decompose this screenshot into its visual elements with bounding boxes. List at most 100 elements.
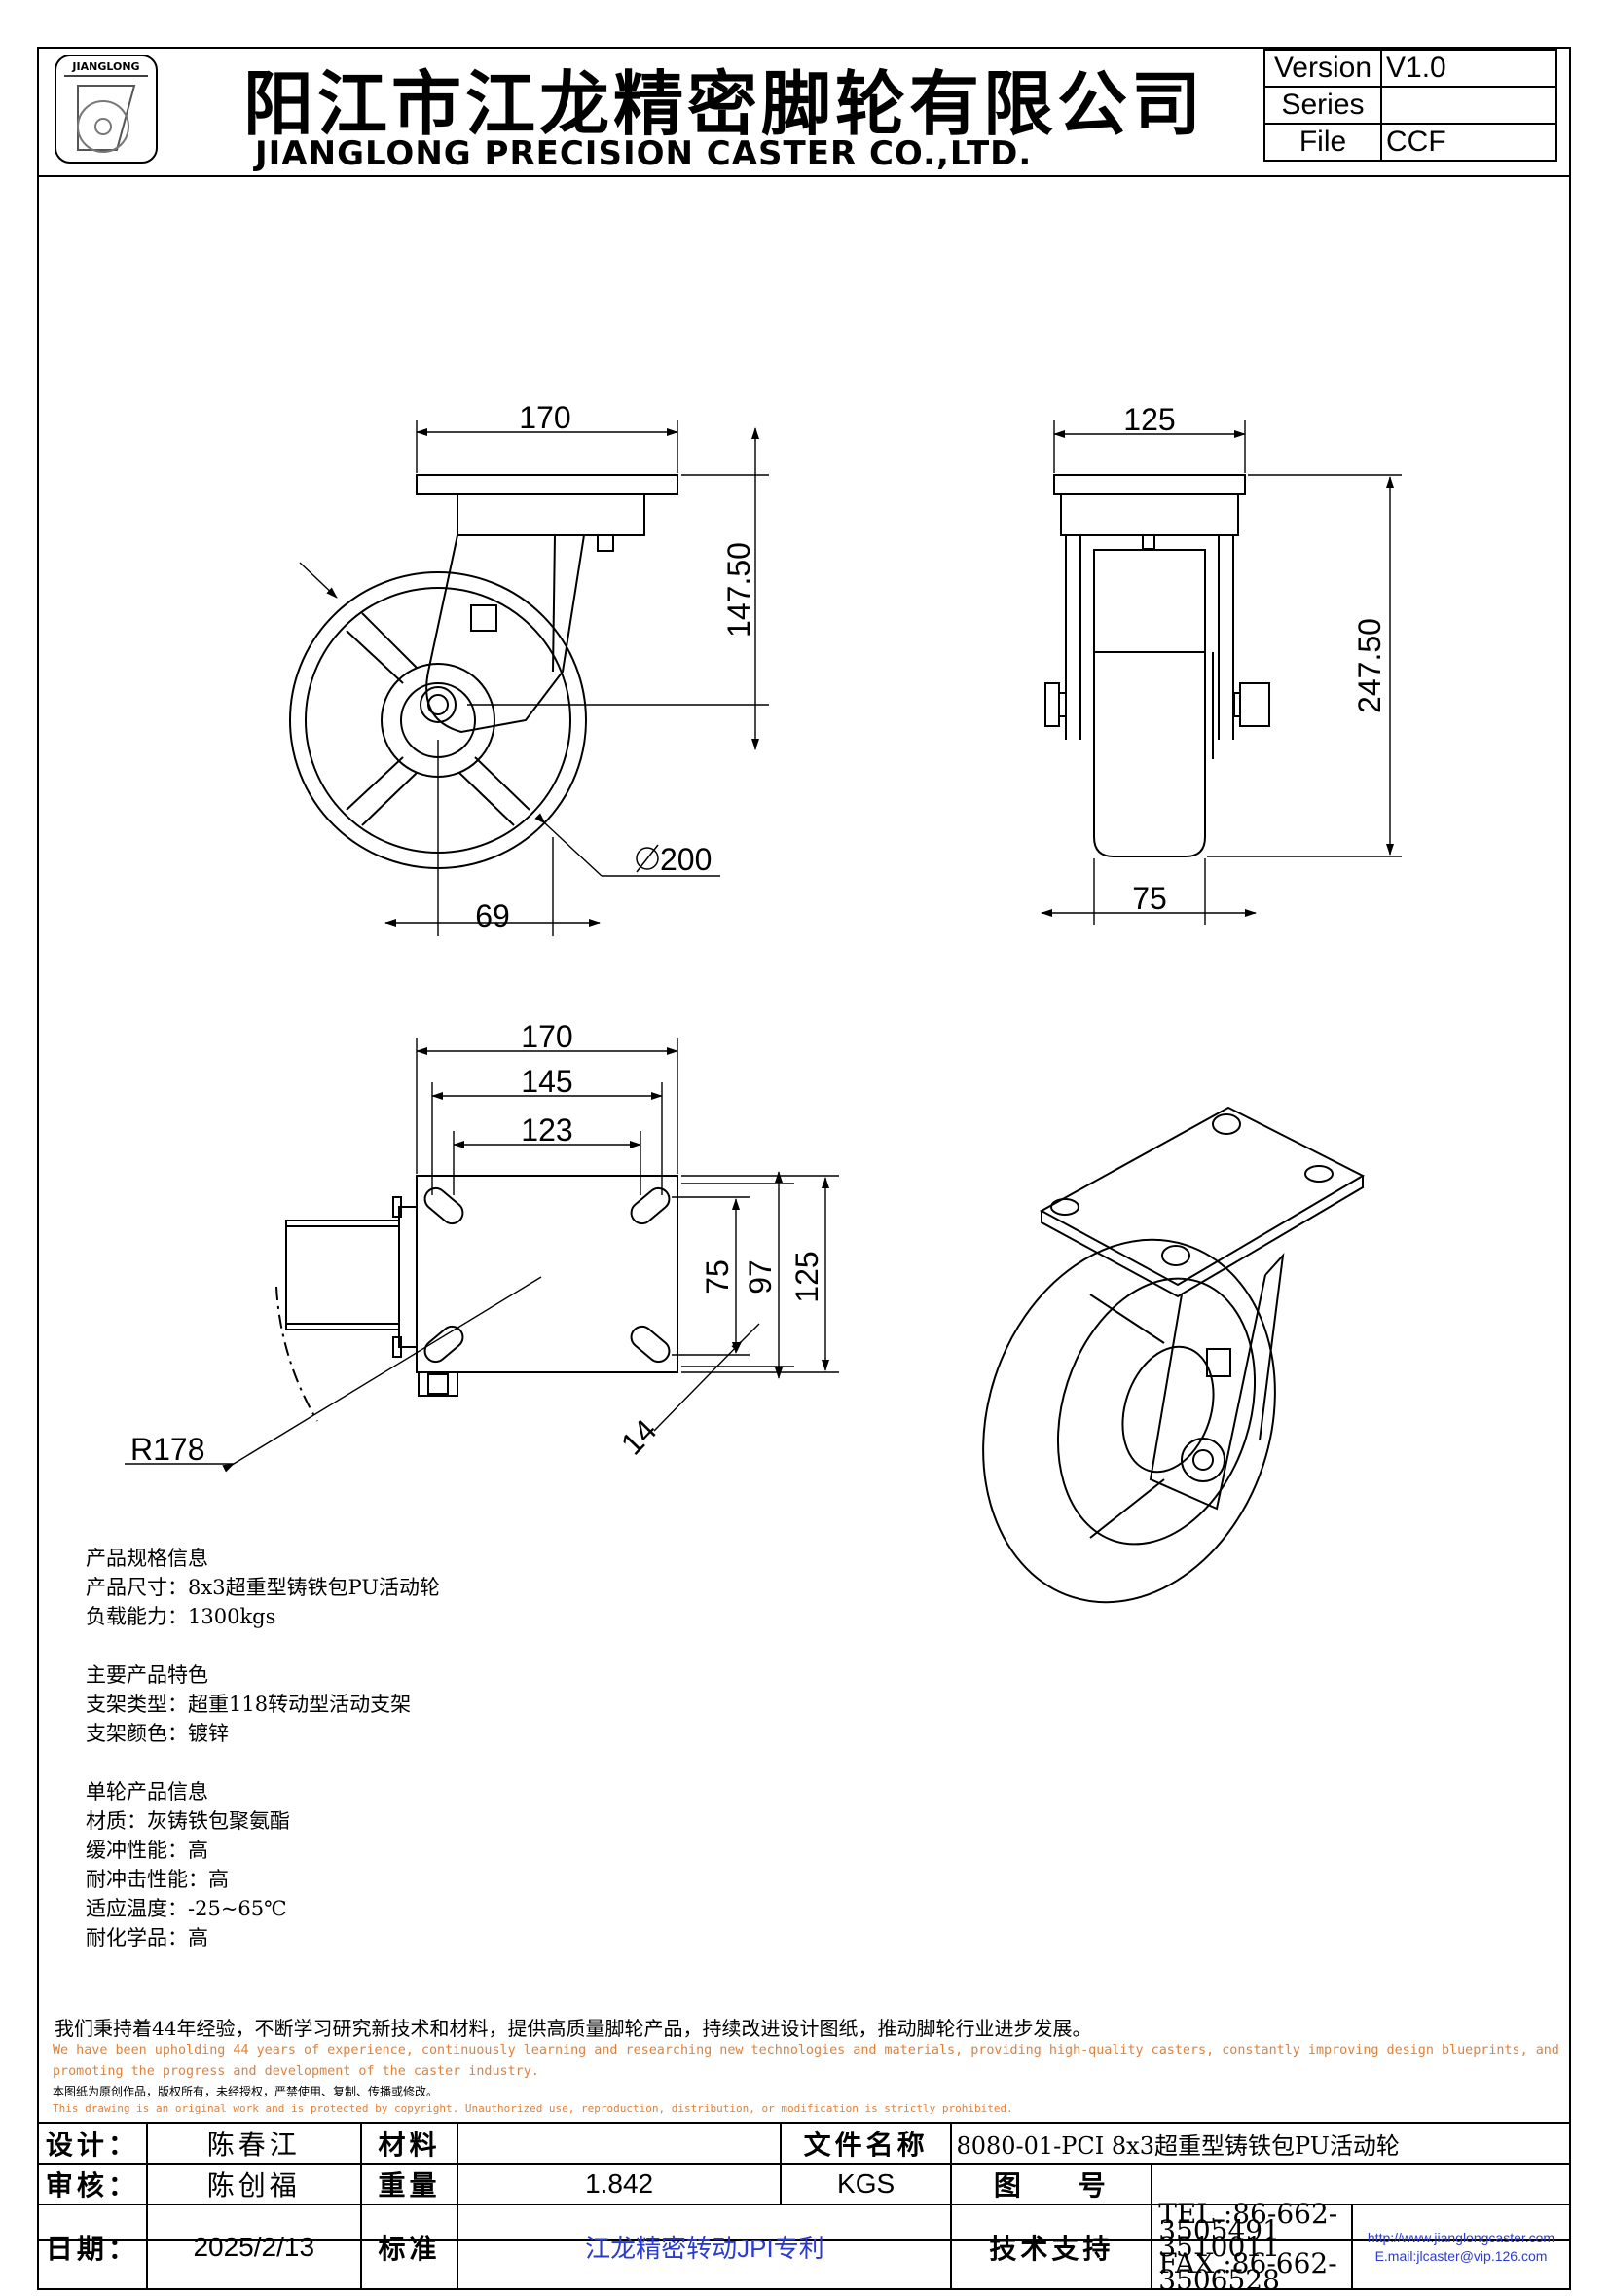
spec-load: 负载能力：1300kgs — [86, 1605, 276, 1628]
side-swivel-housing — [457, 493, 645, 536]
dim-top-hole-spacing: 123 — [521, 1112, 572, 1148]
statement-en: We have been upholding 44 years of exper… — [53, 2043, 1559, 2079]
spec-size: 产品尺寸：8x3超重型铸铁包PU活动轮 — [86, 1576, 441, 1599]
copyright-en: This drawing is an original work and is … — [53, 2102, 1013, 2115]
dim-front-plate-width: 125 — [1123, 402, 1175, 437]
dim-side-plate-width: 170 — [519, 400, 570, 435]
dim-top-width: 170 — [521, 1019, 572, 1054]
top-plate-outline — [416, 1175, 678, 1373]
dim-top-depth: 125 — [789, 1251, 824, 1302]
drawing-no — [1151, 2163, 1571, 2205]
reviewer: 陈创福 — [145, 2163, 362, 2205]
dim-overall-height: 247.50 — [1352, 618, 1387, 713]
spec-bracket-color: 支架颜色：镀锌 — [86, 1722, 229, 1745]
caster-logo-icon — [64, 75, 148, 153]
front-axle-left — [1044, 682, 1060, 727]
top-view — [275, 1175, 678, 1422]
company-logo: JIANGLONG — [55, 55, 158, 164]
contact-phone: TEL.:86-662-3505491 3510011 FAX.:86-662-… — [1151, 2201, 1353, 2296]
side-dimensions — [299, 420, 769, 936]
copyright-cn: 本图纸为原创作品，版权所有，未经授权，严禁使用、复制、传播或修改。 — [53, 2085, 439, 2098]
series-label: Series — [1263, 86, 1382, 125]
spec-section-title: 单轮产品信息 — [86, 1780, 208, 1804]
iso-bracket-badge — [1206, 1348, 1231, 1377]
dim-wheel-diameter-value: 200 — [660, 842, 712, 877]
side-bracket — [425, 534, 586, 734]
weight-unit: KGS — [779, 2163, 953, 2205]
front-dimensions — [1041, 420, 1402, 925]
material-value — [457, 2122, 782, 2165]
title-block-row: 设计： 陈春江 材料 文件名称 8080-01-PCI 8x3超重型铸铁包PU活… — [37, 2122, 1571, 2165]
material-label: 材料 — [359, 2122, 459, 2165]
file-label: File — [1263, 123, 1382, 162]
dim-swivel-radius: R178 — [130, 1432, 205, 1467]
file-row: File CCF — [1263, 123, 1557, 162]
spec-impact: 耐冲击性能：高 — [86, 1868, 229, 1891]
spec-chemical: 耐化学品：高 — [86, 1926, 208, 1950]
drawing-no-label: 图 号 — [950, 2163, 1153, 2205]
dim-top-depth-inner: 75 — [700, 1259, 735, 1294]
spec-section-title: 产品规格信息 — [86, 1547, 208, 1570]
spec-block: 产品规格信息 产品尺寸：8x3超重型铸铁包PU活动轮 负载能力：1300kgs … — [86, 1544, 440, 1952]
dim-slot-width: 14 — [614, 1412, 664, 1462]
dim-offset: 69 — [475, 898, 510, 933]
iso-wheel-inner — [1056, 1277, 1257, 1546]
dim-top-depth-mid: 97 — [743, 1259, 778, 1294]
contact-web: http://www.jianglongcaster.com E.mail:jl… — [1351, 2204, 1571, 2290]
series-row: Series — [1263, 86, 1557, 125]
dim-wheel-diameter: 200 — [636, 842, 712, 877]
spec-material: 材质：灰铸铁包聚氨酯 — [86, 1809, 290, 1833]
swivel-radius-arc — [275, 1286, 318, 1422]
spec-bracket-type: 支架类型：超重118转动型活动支架 — [86, 1693, 412, 1716]
iso-wheel-hub — [1121, 1345, 1215, 1474]
designer: 陈春江 — [145, 2122, 362, 2165]
top-wheel-body — [285, 1220, 400, 1330]
filename-label: 文件名称 — [779, 2122, 953, 2165]
fax: FAX.:86-662-3506528 — [1158, 2247, 1337, 2296]
file-value: CCF — [1380, 123, 1557, 162]
front-axle-nut — [1239, 682, 1270, 727]
front-wheel — [1093, 549, 1206, 857]
version-value: V1.0 — [1380, 49, 1557, 88]
version-label: Version — [1263, 49, 1382, 88]
website-link[interactable]: http://www.jianglongcaster.com — [1367, 2229, 1555, 2245]
version-table: Version V1.0 Series File CCF — [1263, 49, 1557, 162]
title-block-row: 日期： 2025/2/13 标准 江龙精密转动JPI专利 技术支持 TEL.:8… — [37, 2201, 1571, 2296]
weight-label: 重量 — [359, 2163, 459, 2205]
standard-value: 江龙精密转动JPI专利 — [457, 2204, 953, 2290]
filename: 8080-01-PCI 8x3超重型铸铁包PU活动轮 — [950, 2122, 1571, 2165]
slot-top-right — [630, 1186, 671, 1225]
company-name-cn: 阳江市江龙精密脚轮有限公司 — [243, 62, 1206, 145]
title-block: 设计： 陈春江 材料 文件名称 8080-01-PCI 8x3超重型铸铁包PU活… — [37, 2122, 1571, 2296]
iso-axle-nut — [1181, 1438, 1225, 1482]
iso-bracket — [1149, 1274, 1266, 1511]
design-label: 设计： — [37, 2122, 148, 2165]
isometric-view — [982, 1106, 1366, 1604]
weight-value: 1.842 — [457, 2163, 782, 2205]
side-bracket-badge — [470, 604, 497, 632]
side-top-plate — [416, 474, 678, 495]
top-axle-nut — [418, 1371, 458, 1397]
logo-text: JIANGLONG — [72, 60, 140, 73]
iso-top-plate — [1039, 1106, 1366, 1287]
statement-cn: 我们秉持着44年经验，不断学习研究新技术和材料，提供高质量脚轮产品，持续改进设计… — [55, 2017, 1092, 2040]
front-swivel-housing — [1060, 493, 1239, 536]
review-label: 审核： — [37, 2163, 148, 2205]
dim-top-hole-span: 145 — [521, 1064, 572, 1099]
company-name-en: JIANGLONG PRECISION CASTER CO.,LTD. — [255, 134, 1033, 173]
side-view — [289, 474, 678, 869]
spec-section-title: 主要产品特色 — [86, 1663, 208, 1687]
email-link[interactable]: E.mail:jlcaster@vip.126.com — [1374, 2247, 1548, 2264]
series-value — [1380, 86, 1557, 125]
date-label: 日期： — [37, 2204, 148, 2290]
version-row: Version V1.0 — [1263, 49, 1557, 88]
iso-wheel-outer — [982, 1238, 1276, 1604]
slot-bottom-left — [423, 1325, 464, 1364]
title-block-row: 审核： 陈创福 重量 1.842 KGS 图 号 — [37, 2163, 1571, 2205]
standard-label: 标准 — [359, 2204, 459, 2290]
front-view — [1044, 474, 1270, 857]
top-dimensions — [125, 1038, 839, 1473]
spec-temperature: 适应温度：-25~65℃ — [86, 1897, 287, 1920]
slot-bottom-right — [630, 1325, 671, 1364]
